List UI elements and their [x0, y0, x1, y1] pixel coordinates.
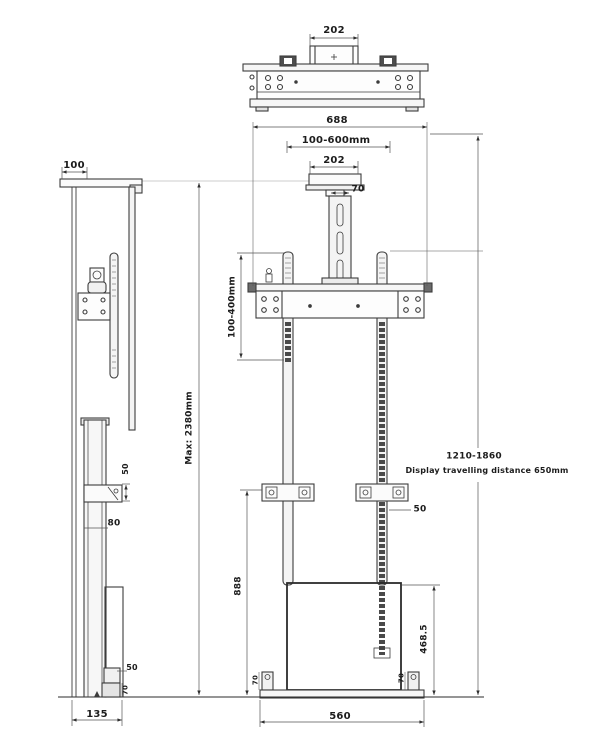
dim-front-bracket-width: 202 — [323, 155, 345, 166]
dim-side-bracket-height: 50 — [121, 463, 130, 475]
dim-height-range: 1210-1860 — [446, 451, 502, 462]
dim-pole-width: 70 — [351, 184, 365, 195]
dim-foot-upper-height: 50 — [126, 663, 138, 672]
side-view-drawing — [59, 178, 143, 698]
front-view-drawing — [58, 173, 484, 699]
dim-base-width: 560 — [329, 711, 351, 722]
side-view-dimensions — [61, 167, 130, 726]
dim-overall-width: 688 — [326, 115, 348, 126]
dim-base-depth: 135 — [86, 709, 108, 720]
dim-mount-width-range: 100-600mm — [301, 135, 371, 146]
dim-right-foot-height: 70 — [397, 672, 406, 684]
dim-bracket-offset: 50 — [413, 504, 427, 515]
dim-arm-depth: 100 — [63, 160, 85, 171]
dim-box-height: 468.5 — [419, 624, 430, 654]
top-view-drawing — [242, 34, 429, 112]
dim-column-depth: 80 — [107, 518, 121, 529]
dim-lower-section-height: 888 — [233, 576, 244, 596]
dim-foot-lower-height: 70 — [121, 684, 130, 696]
dim-top-bracket-width: 202 — [323, 25, 345, 36]
dim-max-height: Max: 2380mm — [184, 391, 195, 465]
dim-travel-note: Display travelling distance 650mm — [405, 466, 569, 475]
dim-vesa-height-range: 100-400mm — [227, 276, 238, 338]
dim-left-foot-height: 70 — [251, 674, 260, 686]
front-view-dimensions — [197, 122, 483, 727]
